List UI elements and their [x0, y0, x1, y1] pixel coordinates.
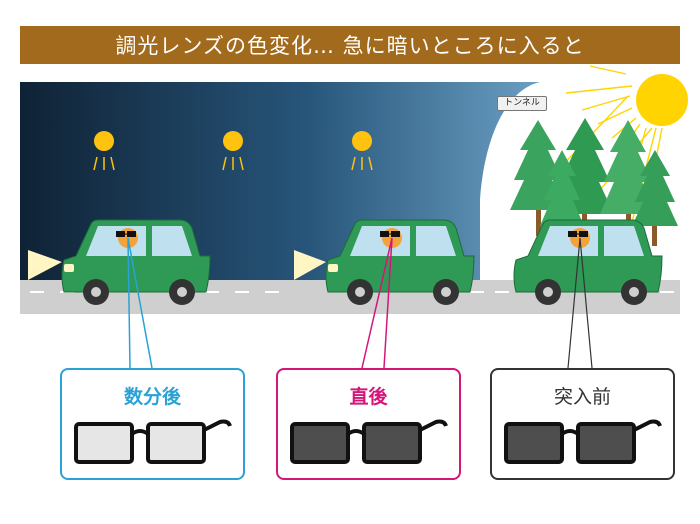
car-icon: [513, 219, 663, 305]
lamp-icon: [222, 131, 244, 171]
glasses-icon: [290, 419, 448, 464]
lamp-icon: [93, 131, 115, 171]
tunnel-sign: トンネル: [497, 96, 547, 111]
glasses-icon: [74, 419, 232, 464]
caption-immediately-after: 直後: [276, 368, 461, 480]
lamp-icon: [351, 131, 373, 171]
callout-pointer: [127, 237, 153, 369]
page-title: 調光レンズの色変化… 急に暗いところに入ると: [115, 34, 585, 58]
caption-after-minutes: 数分後: [60, 368, 245, 480]
caption-before-entry: 突入前: [490, 368, 675, 480]
caption-label: 突入前: [553, 386, 611, 408]
car-icon: [325, 219, 475, 305]
headlight-beam: [28, 250, 62, 280]
callout-pointer: [361, 237, 393, 369]
caption-label: 直後: [349, 386, 388, 408]
caption-label: 数分後: [123, 386, 181, 408]
tree-icon: [632, 150, 678, 246]
glasses-icon: [504, 419, 662, 464]
headlight-beam: [294, 250, 326, 280]
callout-pointer: [567, 237, 593, 369]
title-bar: 調光レンズの色変化… 急に暗いところに入ると: [20, 26, 680, 64]
